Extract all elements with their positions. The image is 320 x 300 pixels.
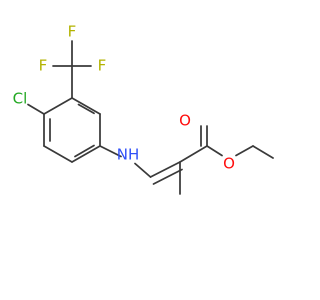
bond-ring-4: [43, 145, 73, 163]
bond-lines: [27, 40, 274, 195]
structure-svg: F F F Cl NH O O: [13, 23, 274, 195]
bond-ring-n: [99, 145, 122, 158]
bond-ch-c-double: [152, 168, 183, 185]
bond-ring-1: [71, 97, 101, 115]
molecule-diagram: F F F Cl NH O O: [12, 22, 274, 195]
atom-cl: Cl: [13, 90, 28, 108]
atom-o-ester: O: [223, 155, 235, 173]
atom-f-left: F: [39, 57, 48, 75]
bond-ring-3: [71, 145, 101, 163]
atom-labels: F F F Cl NH O O: [13, 23, 235, 173]
bond-o-ch2: [235, 145, 254, 157]
bond-n-ch: [134, 162, 152, 178]
atom-nh: NH: [117, 146, 140, 164]
bond-ch2-ch3: [252, 145, 274, 159]
atom-f-right: F: [98, 57, 107, 75]
bond-c-cl: [27, 103, 45, 115]
bond-c-o-single: [206, 145, 223, 157]
bond-ring-6: [43, 97, 73, 115]
bond-ring-inner-2: [74, 144, 95, 158]
bond-c-carbonyl: [179, 145, 208, 163]
bond-ring-inner-1: [77, 103, 95, 115]
atom-f-top: F: [68, 23, 77, 41]
bond-ch-c: [149, 161, 181, 178]
atom-o-carbonyl: O: [179, 112, 191, 130]
